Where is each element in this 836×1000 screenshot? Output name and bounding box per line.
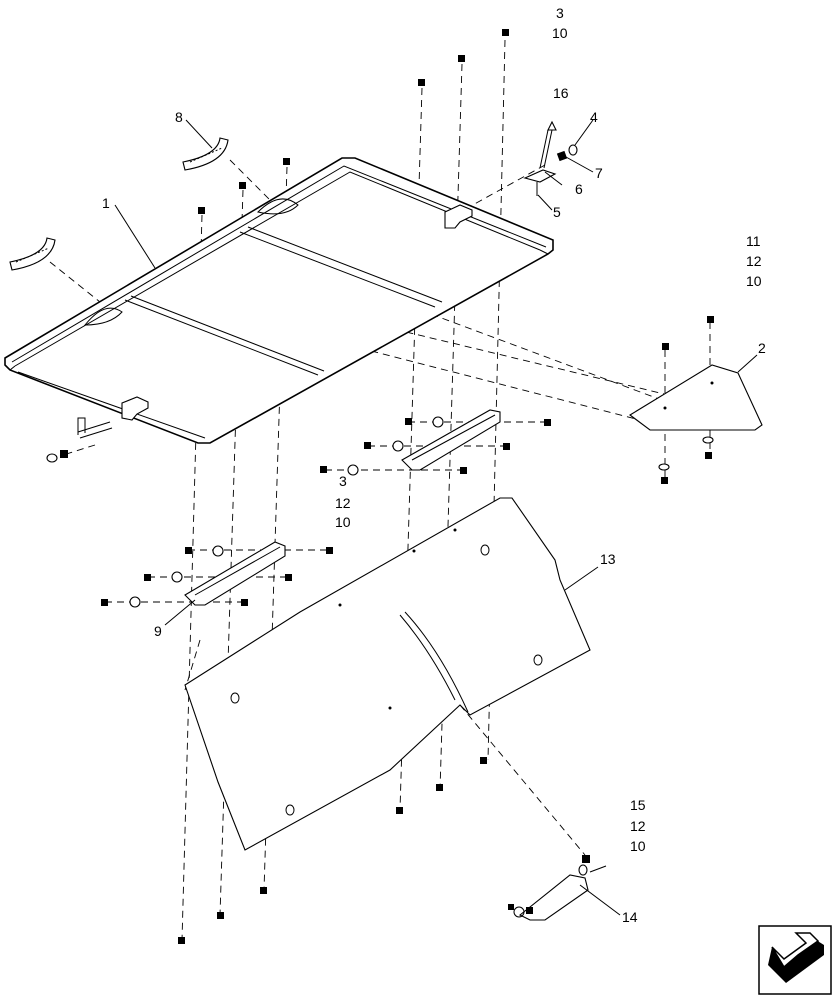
left-latch-hardware [46,417,113,463]
callout-3-top: 3 [556,5,564,21]
lower-bracket [508,855,607,921]
callout-12-bottom: 12 [630,818,646,834]
callout-6: 6 [575,181,583,197]
bracket-lower [184,541,286,606]
callout-12-right: 12 [746,253,762,269]
callout-12-mid: 12 [335,495,351,511]
side-plate [629,364,763,431]
callout-8: 8 [175,109,183,125]
fasteners [101,29,714,944]
seal-upper [182,137,229,171]
callout-10-top: 10 [552,25,568,41]
callout-3-mid: 3 [339,473,347,489]
callout-4: 4 [590,109,598,125]
callout-10-right: 10 [746,273,762,289]
callout-2: 2 [758,340,766,356]
callout-labels: 1 8 3 10 16 4 7 6 5 11 12 10 2 3 12 10 1… [102,5,766,925]
callout-10-bottom: 10 [630,838,646,854]
callout-13: 13 [600,551,616,567]
callout-7: 7 [595,165,603,181]
next-page-arrow-icon[interactable] [758,925,832,995]
callout-5: 5 [553,204,561,220]
latch-hardware [523,120,578,196]
leader-lines [114,119,758,916]
callout-16: 16 [553,85,569,101]
callout-9: 9 [154,623,162,639]
callout-1: 1 [102,195,110,211]
callout-11: 11 [746,233,761,249]
bracket-upper [401,409,501,471]
shield-panel [184,497,591,851]
seal-lower [9,237,56,271]
callout-10-mid: 10 [335,514,351,530]
callout-15: 15 [630,797,646,813]
frame-assembly [4,157,554,444]
callout-14: 14 [622,909,638,925]
